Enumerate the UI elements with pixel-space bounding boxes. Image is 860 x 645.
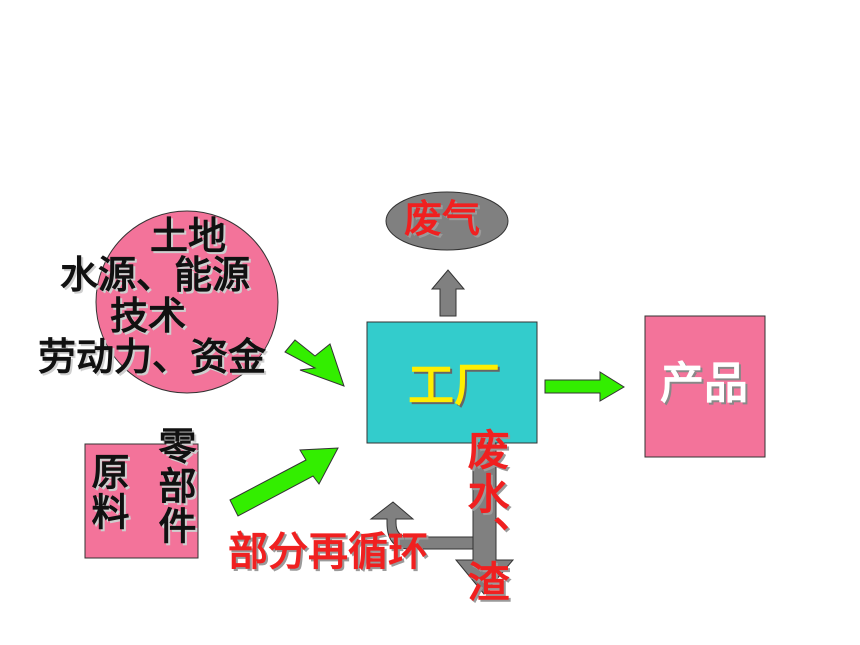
waste-gas-label: 废气 [404,197,481,241]
materials-parts: 零部件 [152,426,196,546]
product-box [644,315,766,458]
resource-line-technology: 技术 [110,294,187,338]
resource-circle [95,210,279,394]
resource-line-water-energy: 水源、能源 [60,253,251,297]
up-arrow [430,269,466,317]
product-arrow [544,371,625,402]
recycle-label: 部分再循环 [228,529,428,575]
materials-box [84,443,199,559]
materials-raw: 原料 [85,452,129,532]
materials-arrow [229,447,339,517]
product-label: 产品 [660,358,748,409]
resource-line-land: 土地 [150,214,227,258]
resource-arrow [284,339,345,387]
factory-label: 工厂 [408,358,500,412]
down-arrow [454,439,515,595]
recycle-arrow [369,501,474,550]
waste-water-label: 废水、渣 [461,428,510,604]
resource-line-labor-capital: 劳动力、资金 [38,335,267,379]
factory-box [366,321,538,444]
waste-gas-ellipse [385,191,509,251]
